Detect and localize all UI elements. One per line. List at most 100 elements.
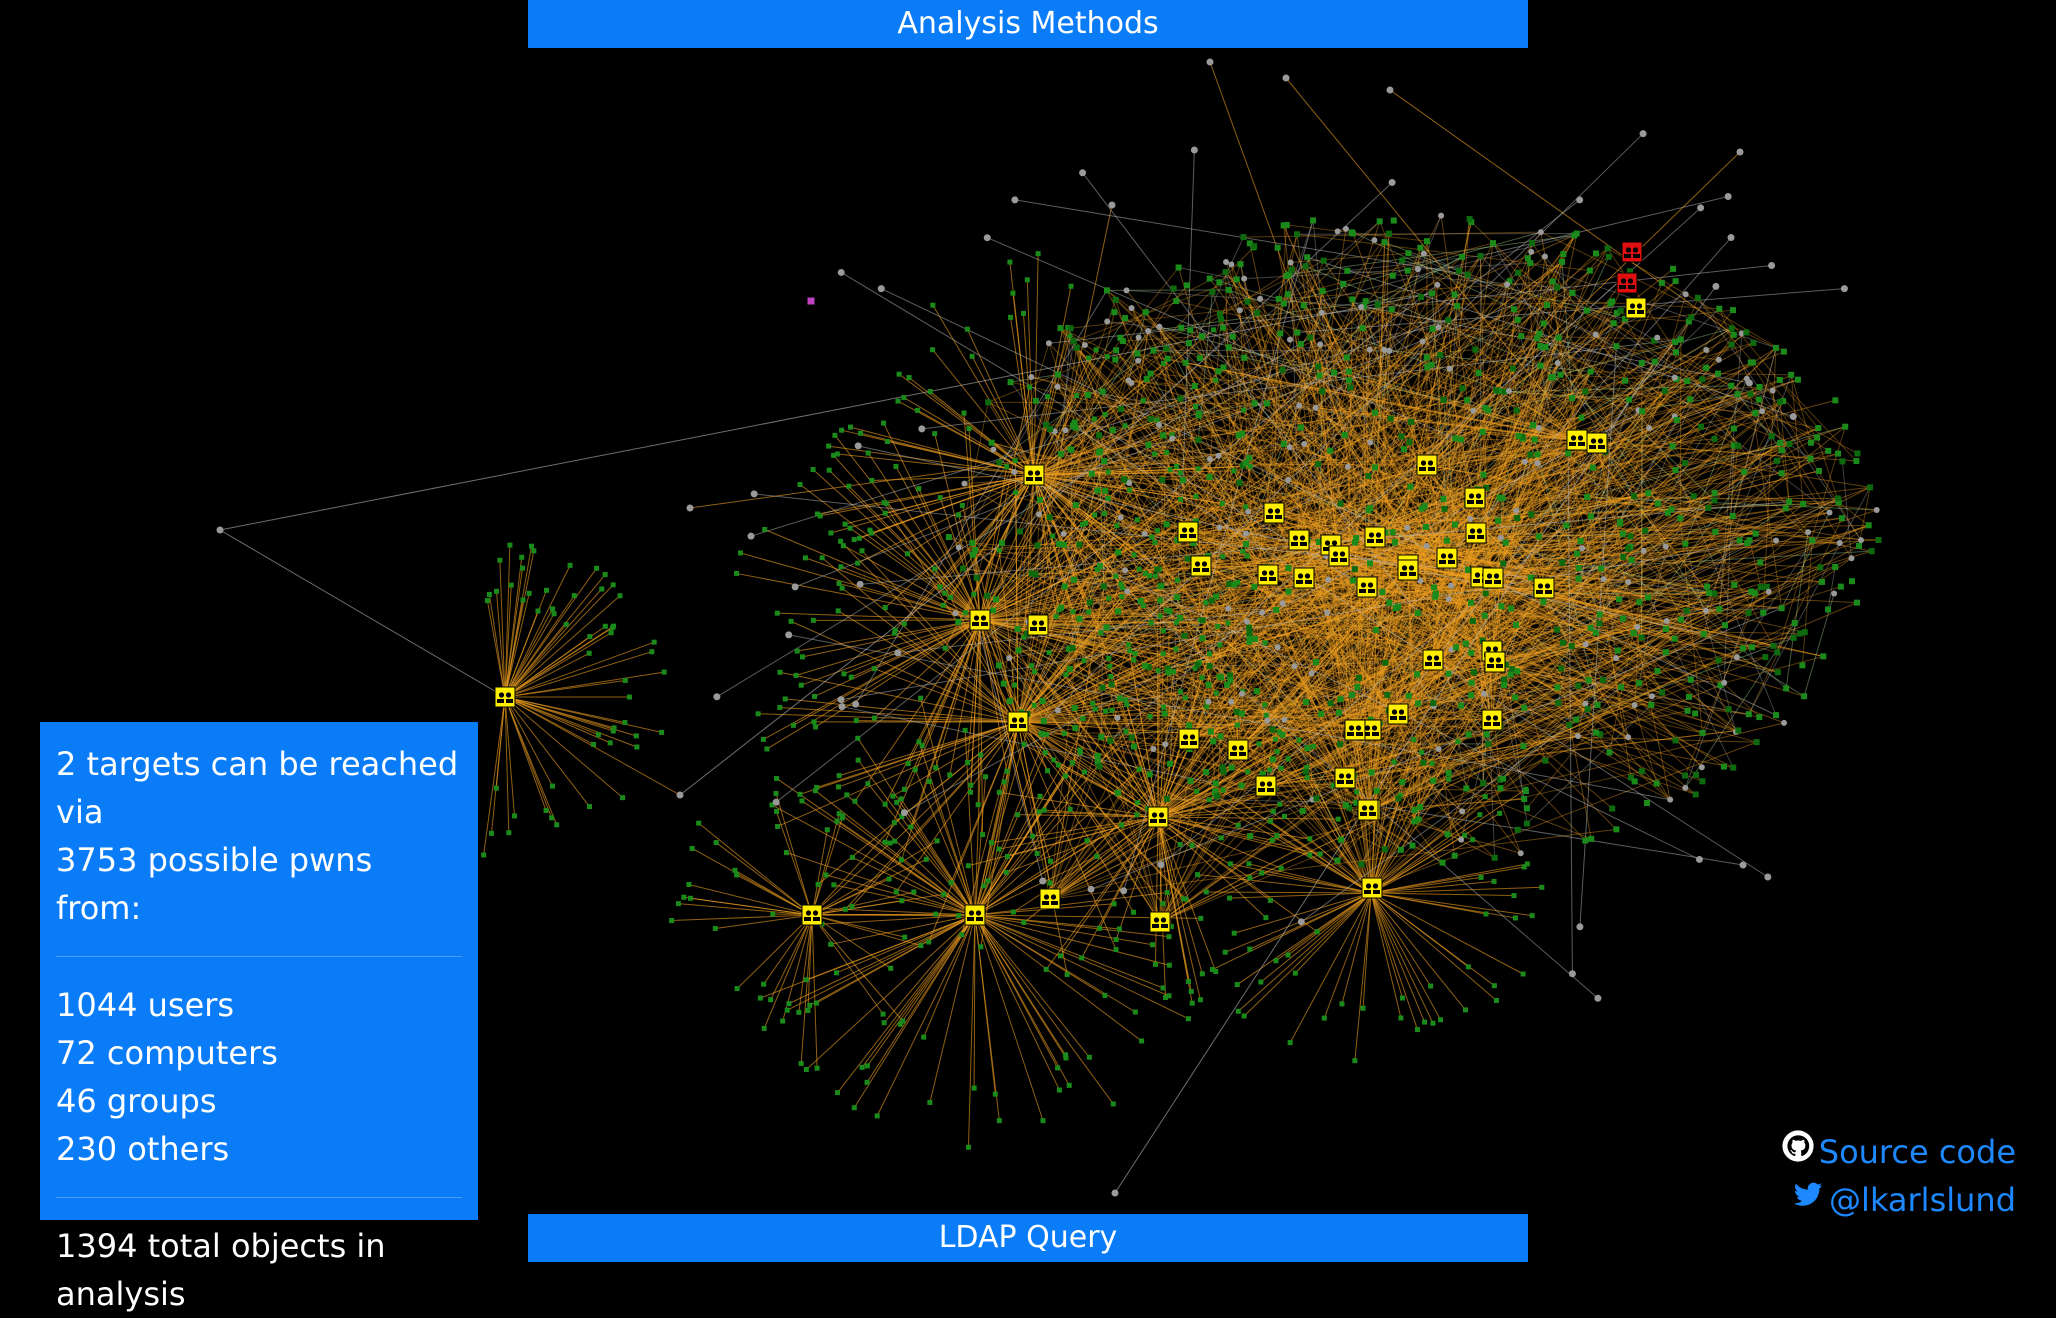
user-node <box>527 591 532 596</box>
user-node <box>865 781 870 786</box>
user-node <box>1100 389 1106 395</box>
user-node <box>1199 635 1205 641</box>
user-node <box>1200 617 1206 623</box>
other-node <box>1257 296 1263 302</box>
user-node <box>1177 396 1183 402</box>
user-node <box>905 551 910 556</box>
user-node <box>1114 947 1119 952</box>
group-node <box>1362 878 1382 898</box>
user-node <box>1232 931 1237 936</box>
user-node <box>1338 837 1344 843</box>
user-node <box>662 670 667 675</box>
user-node <box>1560 251 1566 257</box>
user-node <box>1058 451 1064 457</box>
user-node <box>1639 768 1645 774</box>
user-node <box>1213 780 1219 786</box>
user-node <box>937 584 942 589</box>
user-node <box>1186 979 1191 984</box>
user-node <box>1682 773 1688 779</box>
stats-users: 1044 users <box>56 981 462 1029</box>
user-node <box>967 426 972 431</box>
user-node <box>1585 706 1591 712</box>
user-node <box>1305 775 1310 780</box>
twitter-link[interactable]: @lkarlslund <box>1781 1176 2016 1224</box>
user-node <box>1856 543 1862 549</box>
user-node <box>1004 464 1009 469</box>
user-node <box>1515 433 1521 439</box>
user-node <box>1492 983 1497 988</box>
user-node <box>734 571 739 576</box>
user-node <box>1439 860 1445 866</box>
user-node <box>1349 692 1355 698</box>
user-node <box>865 1080 870 1085</box>
user-node <box>1716 306 1722 312</box>
user-node <box>831 453 836 458</box>
group-node <box>1148 807 1168 827</box>
user-node <box>1464 397 1470 403</box>
user-node <box>813 724 818 729</box>
user-node <box>836 784 841 789</box>
user-node <box>1068 447 1074 453</box>
ldap-query-button[interactable]: LDAP Query <box>528 1214 1528 1262</box>
user-node <box>854 718 859 723</box>
user-node <box>1391 218 1397 224</box>
user-node <box>997 548 1002 553</box>
user-node <box>1304 254 1310 260</box>
user-node <box>1058 325 1064 331</box>
user-node <box>1607 301 1613 307</box>
user-node <box>1155 528 1160 533</box>
other-node <box>1721 680 1727 686</box>
user-node <box>1642 528 1648 534</box>
user-node <box>1576 576 1582 582</box>
user-node <box>1401 446 1407 452</box>
user-node <box>1369 769 1375 775</box>
user-node <box>1280 367 1286 373</box>
user-node <box>1166 608 1172 614</box>
other-node <box>1124 287 1130 293</box>
user-node <box>834 970 839 975</box>
other-node <box>1448 583 1454 589</box>
user-node <box>1712 529 1718 535</box>
user-node <box>1726 706 1732 712</box>
user-node <box>927 1100 932 1105</box>
other-node <box>1703 608 1709 614</box>
user-node <box>1145 442 1151 448</box>
source-code-link[interactable]: Source code <box>1781 1128 2016 1176</box>
user-node <box>1127 648 1132 653</box>
group-node <box>1289 530 1309 550</box>
user-node <box>1444 538 1450 544</box>
graph-edge <box>1371 893 1532 916</box>
user-node <box>1247 947 1252 952</box>
user-node <box>1190 1001 1195 1006</box>
other-node <box>1225 606 1231 612</box>
user-node <box>627 695 632 700</box>
user-node <box>1148 714 1153 719</box>
user-node <box>1423 524 1429 530</box>
user-node <box>1417 804 1423 810</box>
user-node <box>1036 251 1041 256</box>
other-node <box>1420 339 1426 345</box>
user-node <box>1867 484 1873 490</box>
user-node <box>1320 288 1326 294</box>
user-node <box>811 618 816 623</box>
user-node <box>1242 1013 1247 1018</box>
user-node <box>1437 352 1443 358</box>
user-node <box>1663 649 1669 655</box>
user-node <box>1816 468 1822 474</box>
user-node <box>1123 423 1128 428</box>
other-node <box>1228 699 1234 705</box>
user-node <box>1418 294 1424 300</box>
other-node <box>1766 589 1772 595</box>
other-node <box>1536 425 1542 431</box>
user-node <box>906 761 911 766</box>
other-node <box>1335 228 1341 234</box>
user-node <box>1412 807 1418 813</box>
user-node <box>714 840 719 845</box>
user-node <box>1012 683 1017 688</box>
other-node <box>1243 531 1249 537</box>
user-node <box>1374 788 1380 794</box>
analysis-methods-button[interactable]: Analysis Methods <box>528 0 1528 48</box>
user-node <box>1114 937 1119 942</box>
user-node <box>1214 691 1219 696</box>
user-node <box>1004 769 1009 774</box>
